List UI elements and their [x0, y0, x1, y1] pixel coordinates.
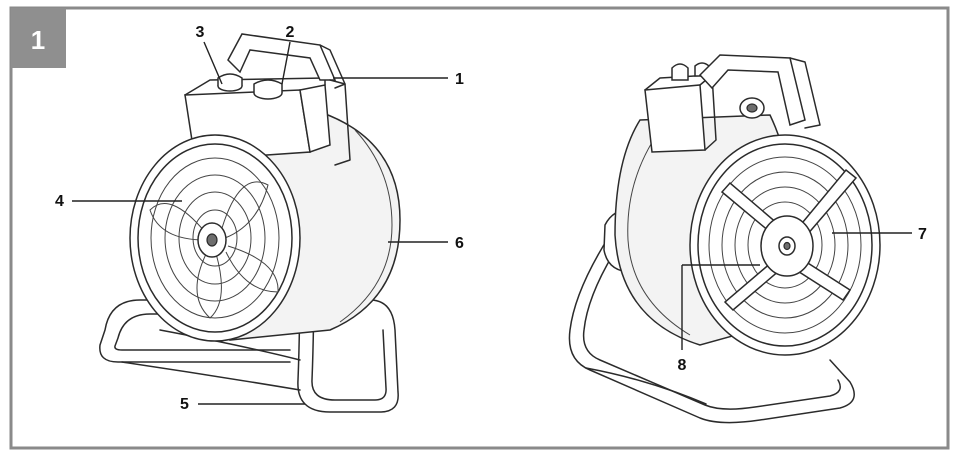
heater-front-view-illustration	[99, 33, 401, 413]
callout-4: 4	[55, 193, 182, 210]
callout-number: 4	[55, 193, 64, 210]
figure-frame	[9, 6, 950, 450]
callout-number: 7	[918, 226, 927, 243]
callout-1: 1	[333, 71, 464, 88]
heater-rear-view-illustration	[568, 54, 881, 424]
callout-3: 3	[196, 24, 223, 85]
callout-number: 6	[455, 235, 464, 252]
callout-8: 8	[678, 264, 760, 374]
figure-number: 1	[31, 25, 45, 55]
callout-6: 6	[388, 235, 464, 252]
figure-number-tab: 1	[11, 8, 66, 68]
callout-2: 2	[281, 24, 295, 85]
callout-5: 5	[180, 396, 305, 413]
callout-number: 2	[286, 24, 295, 41]
callout-number: 3	[196, 24, 205, 41]
callout-number: 1	[455, 71, 464, 88]
callout-7: 7	[832, 226, 927, 243]
callout-number: 8	[678, 357, 687, 374]
callout-number: 5	[180, 396, 189, 413]
